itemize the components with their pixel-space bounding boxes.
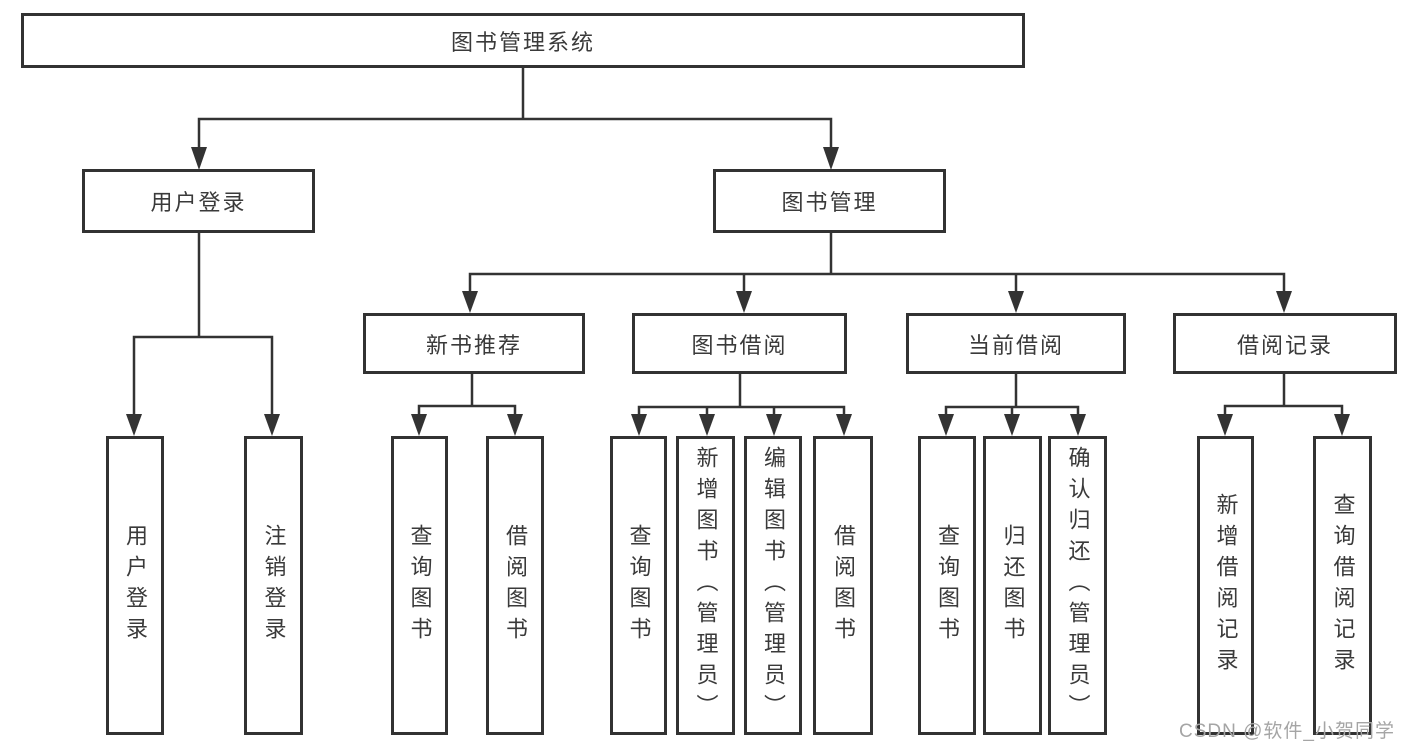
leaf-currentborrow-query-books-label: 查询图书	[935, 523, 960, 648]
node-book-borrow: 图书借阅	[632, 313, 847, 374]
csdn-watermark: CSDN @软件_小贺同学	[1179, 721, 1395, 742]
leaf-bookborrow-query-books-label: 查询图书	[626, 523, 652, 648]
leaf-bookborrow-add-books-admin-label: 新增图书（管理员）	[693, 446, 719, 725]
node-root-label: 图书管理系统	[450, 29, 595, 55]
node-user-login: 用户登录	[82, 169, 315, 233]
node-current-borrow: 当前借阅	[906, 313, 1126, 374]
leaf-bookborrow-borrow-books: 借阅图书	[813, 436, 873, 735]
leaf-newbook-borrow-books: 借阅图书	[486, 436, 544, 735]
leaf-newbook-query-books-label: 查询图书	[407, 523, 433, 648]
leaf-logout-login-label: 注销登录	[261, 523, 287, 648]
leaf-bookborrow-query-books: 查询图书	[610, 436, 667, 735]
node-root-library-system: 图书管理系统	[21, 13, 1025, 68]
leaf-user-login-label: 用户登录	[123, 523, 148, 648]
node-user-login-label: 用户登录	[150, 190, 247, 215]
leaf-currentborrow-query-books: 查询图书	[918, 436, 976, 735]
node-new-book-recommend-label: 新书推荐	[425, 332, 522, 358]
leaf-bookborrow-edit-books-admin: 编辑图书（管理员）	[744, 436, 802, 735]
node-book-management: 图书管理	[713, 169, 946, 233]
node-current-borrow-label: 当前借阅	[967, 332, 1064, 358]
leaf-newbook-borrow-books-label: 借阅图书	[503, 523, 528, 648]
leaf-currentborrow-confirm-return-admin-label: 确认归还（管理员）	[1065, 446, 1091, 725]
leaf-user-login: 用户登录	[106, 436, 164, 735]
node-new-book-recommend: 新书推荐	[363, 313, 585, 374]
leaf-newbook-query-books: 查询图书	[391, 436, 448, 735]
leaf-currentborrow-return-books-label: 归还图书	[1000, 523, 1026, 648]
leaf-records-add-borrow-record-label: 新增借阅记录	[1213, 492, 1239, 679]
leaf-records-query-borrow-record: 查询借阅记录	[1313, 436, 1372, 735]
node-book-management-label: 图书管理	[781, 190, 878, 215]
leaf-logout-login: 注销登录	[244, 436, 303, 735]
leaf-currentborrow-confirm-return-admin: 确认归还（管理员）	[1048, 436, 1107, 735]
leaf-currentborrow-return-books: 归还图书	[983, 436, 1042, 735]
leaf-records-query-borrow-record-label: 查询借阅记录	[1330, 492, 1356, 679]
leaf-records-add-borrow-record: 新增借阅记录	[1197, 436, 1254, 735]
node-book-borrow-label: 图书借阅	[691, 332, 788, 358]
node-borrow-records-label: 借阅记录	[1236, 332, 1333, 358]
leaf-bookborrow-add-books-admin: 新增图书（管理员）	[676, 436, 735, 735]
node-borrow-records: 借阅记录	[1173, 313, 1397, 374]
leaf-bookborrow-borrow-books-label: 借阅图书	[831, 523, 856, 648]
leaf-bookborrow-edit-books-admin-label: 编辑图书（管理员）	[761, 446, 786, 725]
